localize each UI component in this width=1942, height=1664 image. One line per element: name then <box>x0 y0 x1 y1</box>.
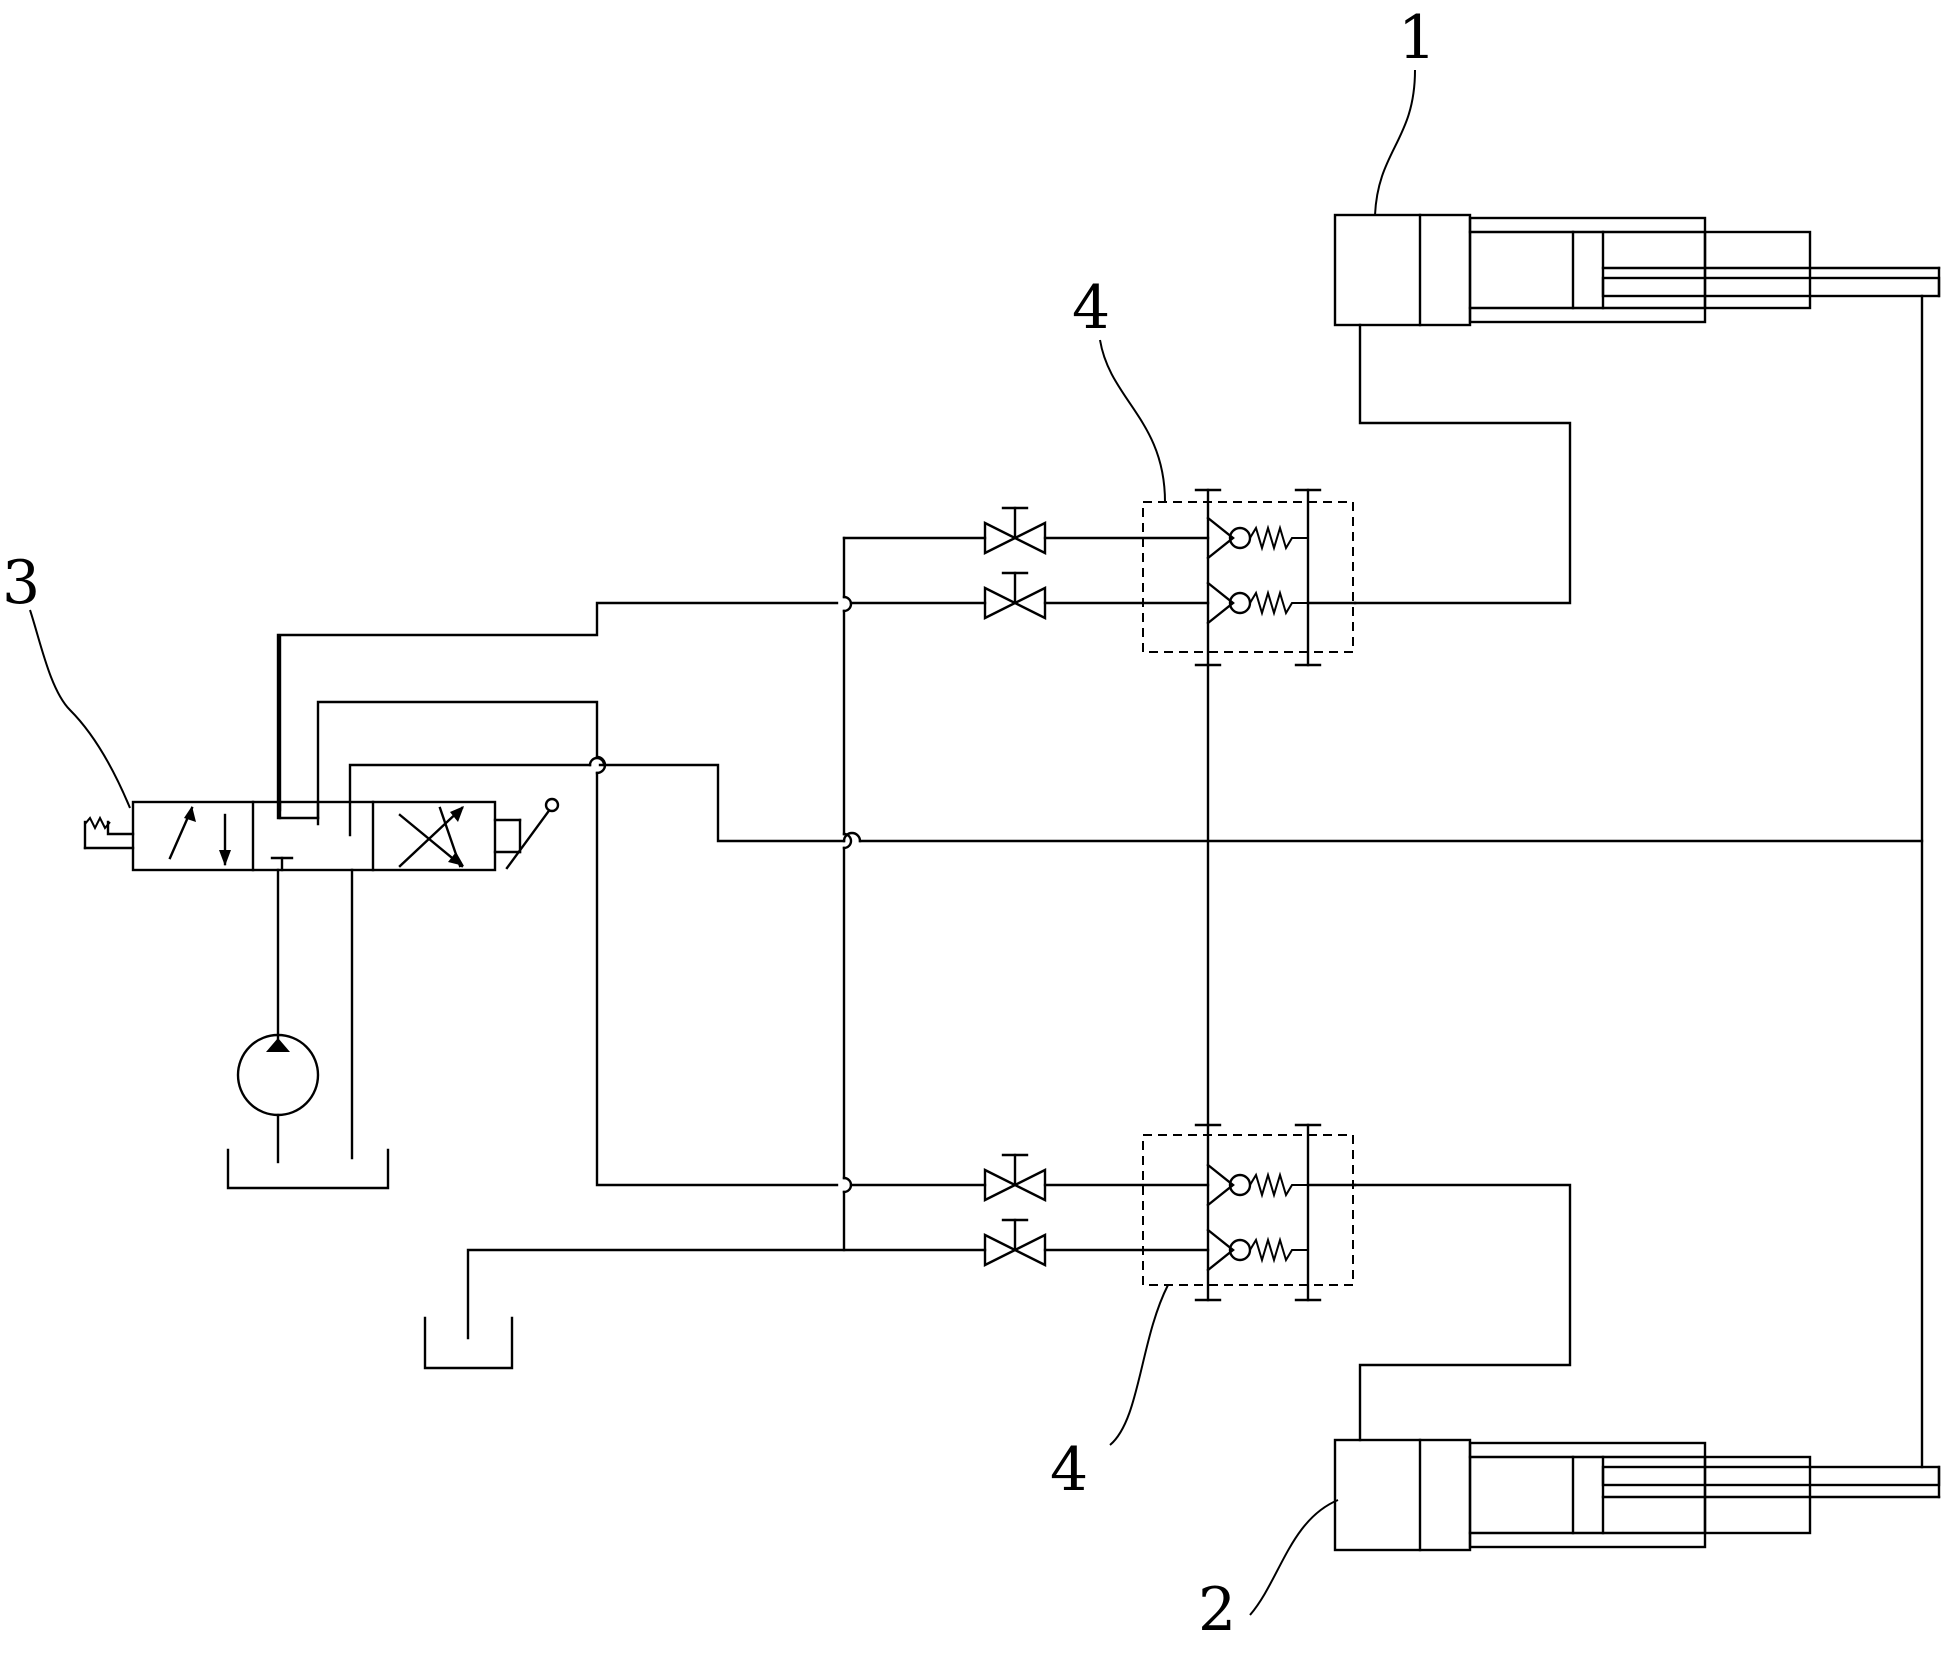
label-lock-valve-top: 4 <box>1072 273 1111 343</box>
directional-valve <box>83 797 560 872</box>
pump <box>236 1033 320 1164</box>
label-cylinder-2: 2 <box>1198 1575 1237 1645</box>
leader-lines <box>29 69 1416 1616</box>
label-directional-valve: 3 <box>2 548 41 618</box>
label-cylinder-1: 1 <box>1398 3 1437 73</box>
lock-valve-top <box>1142 488 1357 667</box>
stop-valves <box>983 506 1047 1267</box>
tank-return <box>423 1316 514 1370</box>
tank-pump <box>226 1148 390 1190</box>
lock-valve-bottom <box>1142 1123 1354 1302</box>
cylinder-2 <box>1333 1438 1941 1552</box>
pump-lines <box>276 633 354 1160</box>
cylinder-1 <box>1333 213 1941 327</box>
label-lock-valve-bottom: 4 <box>1050 1435 1089 1505</box>
supply-pipes <box>278 536 1357 1340</box>
cylinder-pipes <box>598 294 1924 1469</box>
